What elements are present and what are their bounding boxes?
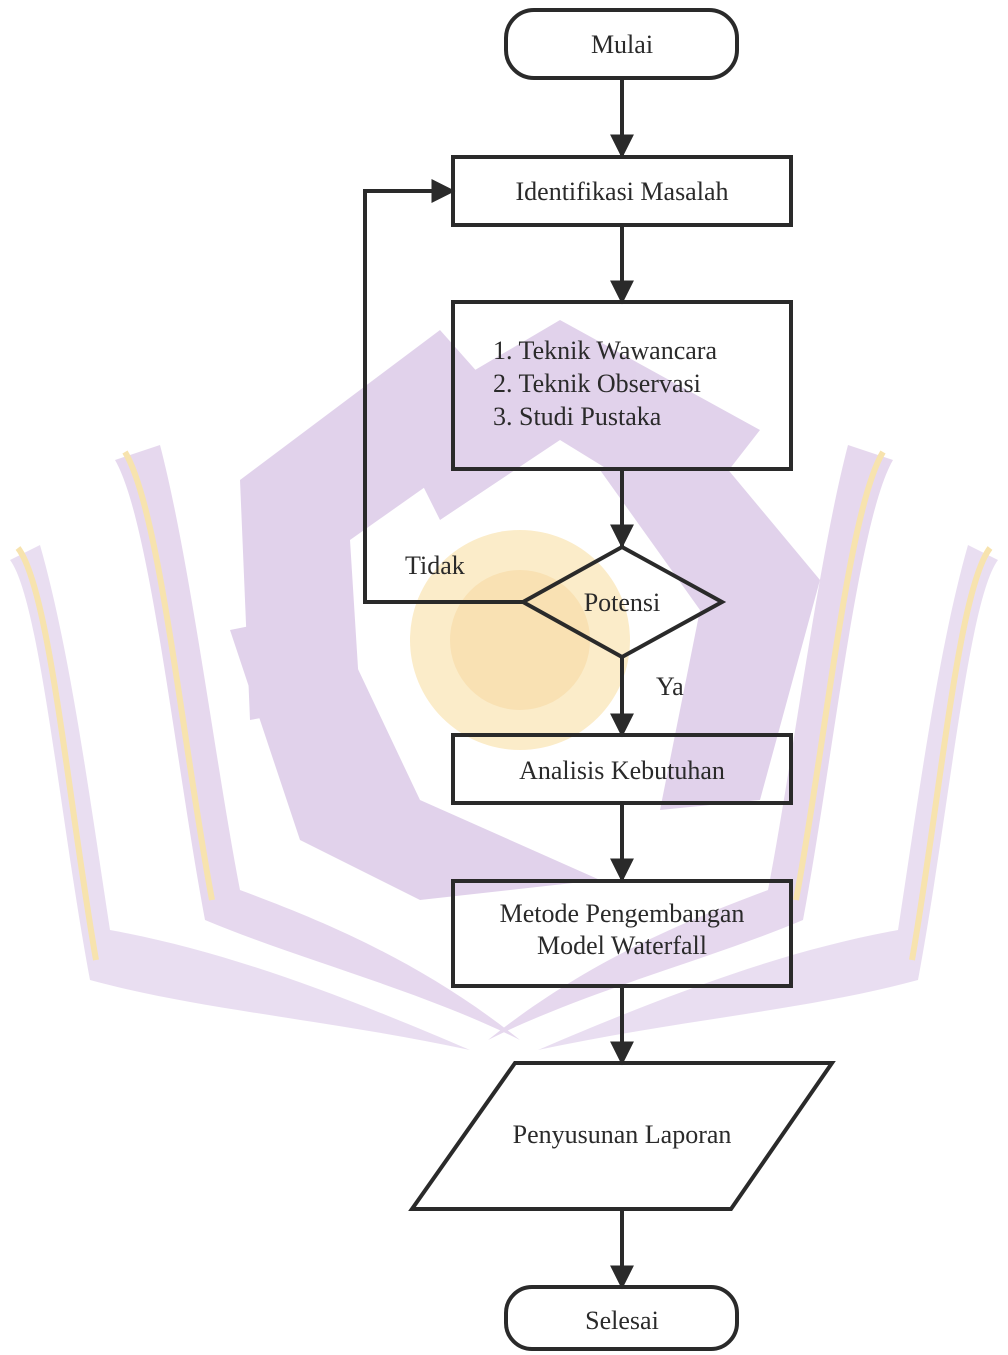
development-line: Model Waterfall bbox=[537, 931, 707, 960]
analysis-label: Analisis Kebutuhan bbox=[519, 756, 725, 785]
node-decision: Potensi bbox=[518, 544, 727, 660]
method-item: 1. Teknik Wawancara bbox=[493, 336, 717, 365]
end-label: Selesai bbox=[585, 1306, 659, 1335]
report-label: Penyusunan Laporan bbox=[513, 1120, 732, 1149]
node-end: Selesai bbox=[504, 1285, 739, 1351]
watermark-emblem-block-3 bbox=[600, 460, 820, 810]
decision-no-label: Tidak bbox=[405, 551, 465, 580]
edge-decision-no-loop bbox=[363, 179, 523, 604]
node-analysis: Analisis Kebutuhan bbox=[451, 733, 793, 805]
node-identify: Identifikasi Masalah bbox=[451, 155, 793, 227]
identify-label: Identifikasi Masalah bbox=[516, 177, 729, 206]
watermark-emblem-block-4 bbox=[230, 610, 600, 900]
method-item: 2. Teknik Observasi bbox=[493, 369, 701, 398]
node-methods: 1. Teknik Wawancara 2. Teknik Observasi … bbox=[451, 300, 793, 471]
development-line: Metode Pengembangan bbox=[500, 899, 745, 928]
watermark-book-left-inner bbox=[115, 445, 520, 1040]
method-item: 3. Studi Pustaka bbox=[493, 402, 662, 431]
edges bbox=[363, 80, 634, 1290]
start-label: Mulai bbox=[591, 30, 653, 59]
decision-label: Potensi bbox=[584, 588, 661, 617]
decision-yes-label: Ya bbox=[656, 672, 684, 701]
node-report: Penyusunan Laporan bbox=[408, 1061, 836, 1211]
node-start: Mulai bbox=[504, 8, 739, 80]
node-development: Metode Pengembangan Model Waterfall bbox=[451, 879, 793, 988]
